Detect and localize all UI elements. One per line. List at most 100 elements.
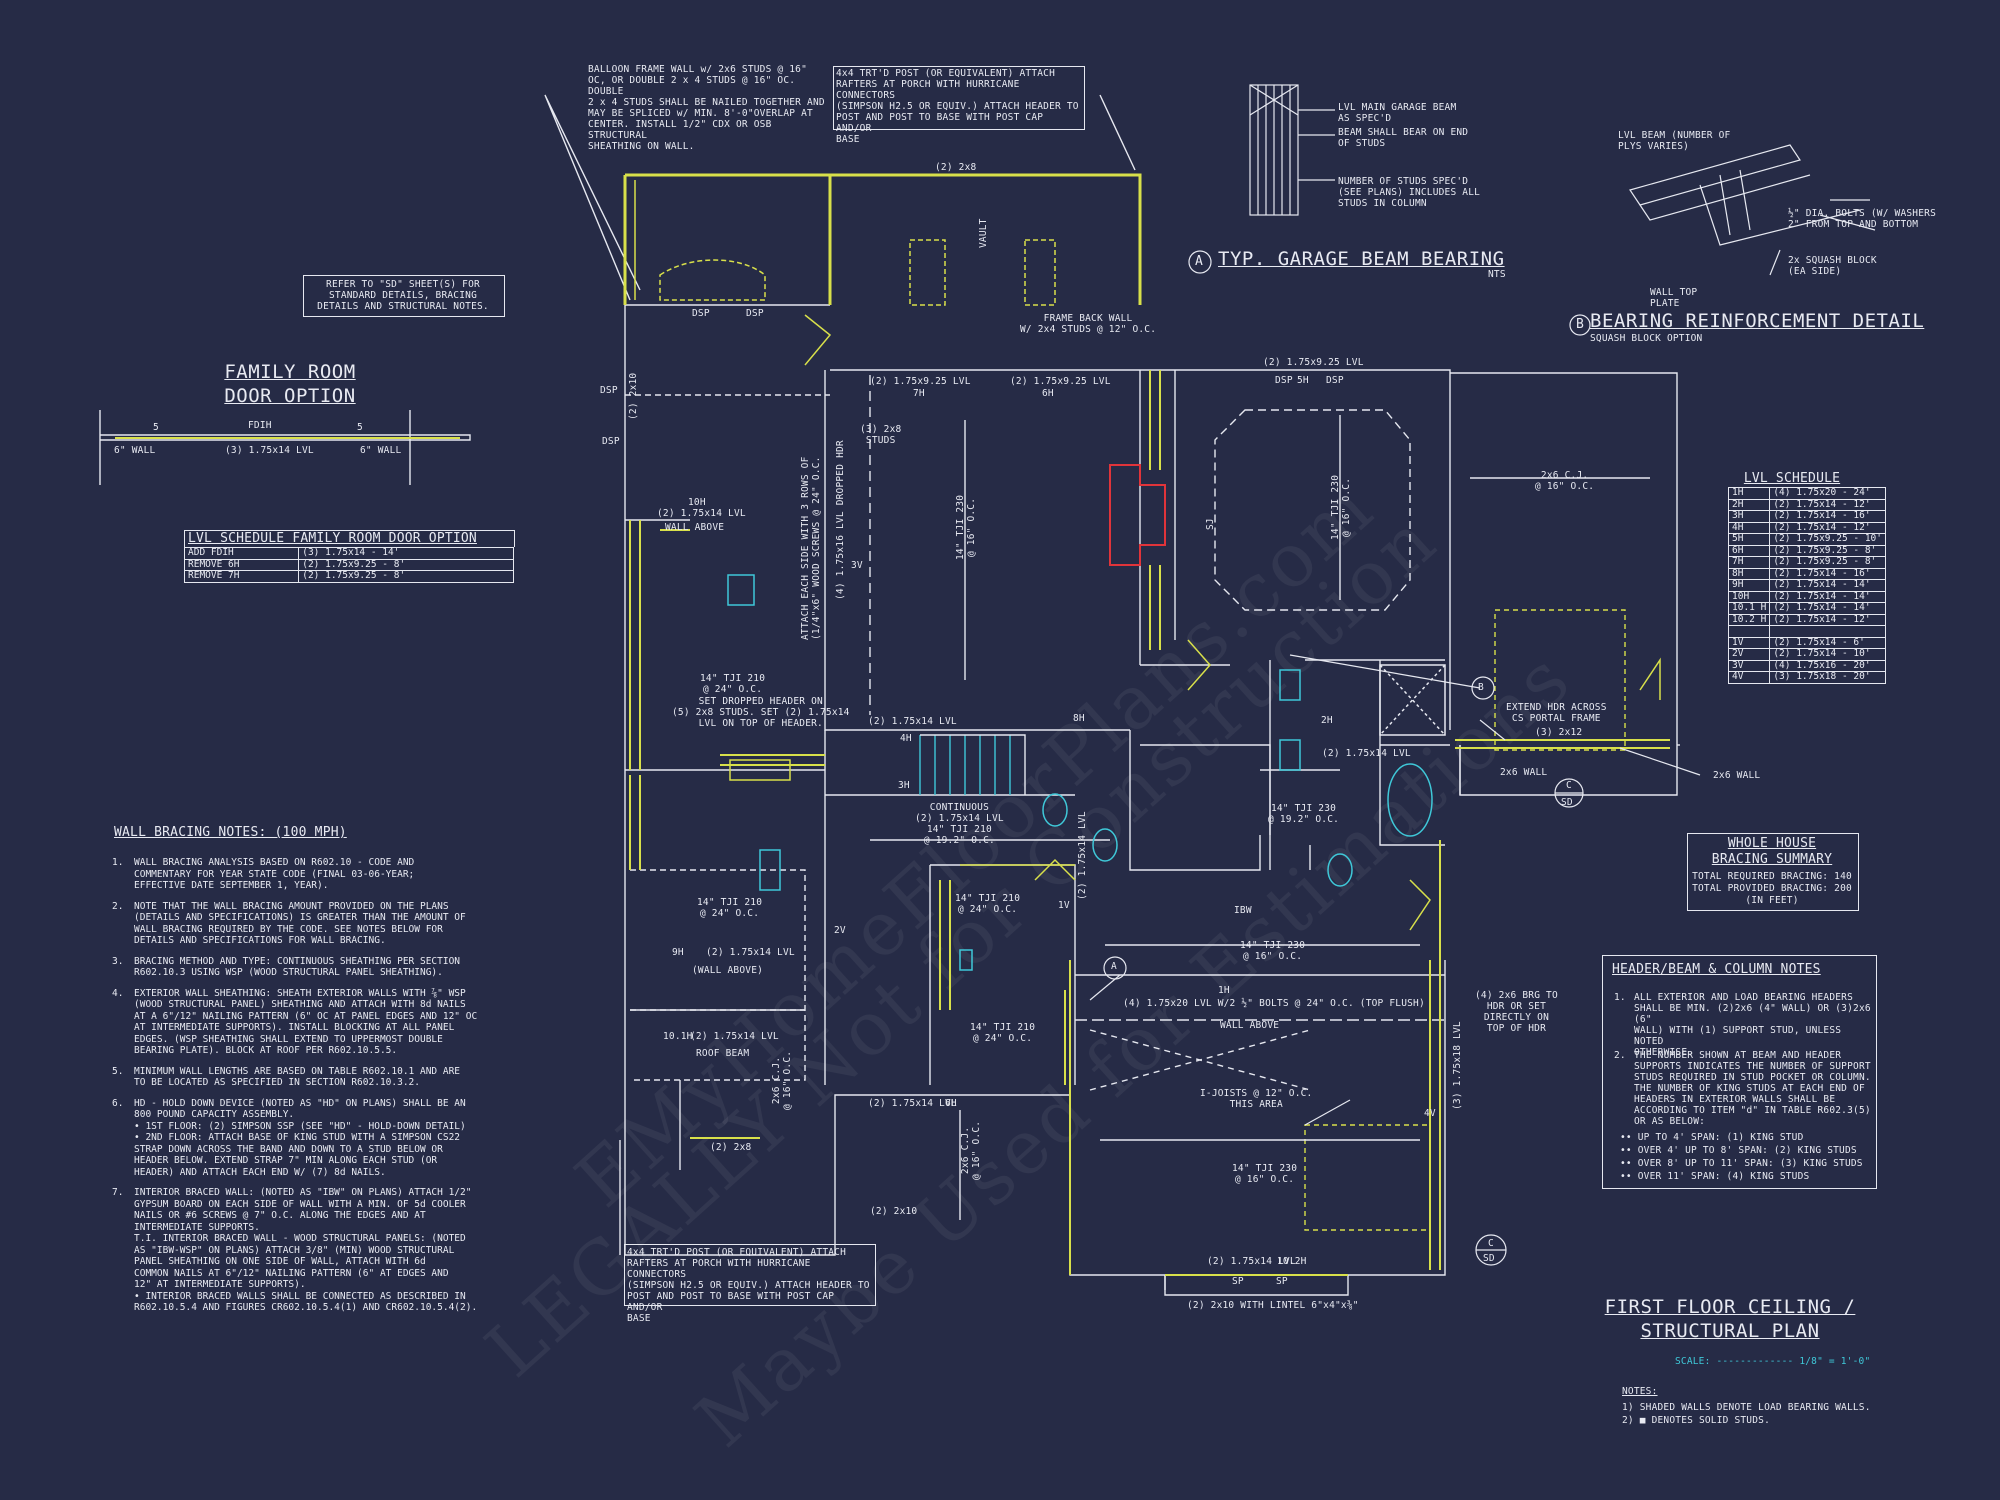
plan-label-tag-7h: 7H — [913, 388, 925, 399]
lvl-schedule-row: 10.1 H(2) 1.75x14 - 14' — [1727, 602, 1886, 615]
lvl-schedule-cell: (2) 1.75x14 - 14' — [1769, 602, 1886, 615]
family-room-schedule-cell: ADD FDIH — [183, 547, 300, 560]
garage-beam-nts: NTS — [1488, 269, 1506, 280]
garage-beam-label-1: LVL MAIN GARAGE BEAM AS SPEC'D — [1338, 102, 1457, 124]
lvl-schedule-cell: 8H — [1727, 567, 1771, 580]
plan-label-cj-porch: 2x6 C.J. @ 16" O.C. — [960, 1120, 982, 1180]
post-bottom-note: 4x4 TRT'D POST (OR EQUIVALENT) ATTACH RA… — [627, 1247, 870, 1324]
lvl-schedule-row: 8H(2) 1.75x14 - 16' — [1727, 567, 1886, 580]
bearing-label-bolts: ½" DIA. BOLTS (W/ WASHERS 2" FROM TOP AN… — [1788, 208, 1936, 230]
sheet-title-2: STRUCTURAL PLAN — [1640, 1320, 1820, 1342]
bracing-notes-list: 1.WALL BRACING ANALYSIS BASED ON R602.10… — [112, 857, 512, 1323]
garage-beam-label-3: NUMBER OF STUDS SPEC'D (SEE PLANS) INCLU… — [1338, 176, 1481, 209]
plan-label-tag-8h: 8H — [1073, 713, 1085, 724]
lvl-schedule-cell: 3H — [1727, 510, 1771, 523]
plan-label-lvl-14-9h: (2) 1.75x14 LVL — [706, 947, 795, 958]
plan-label-sp-1: SP — [1232, 1276, 1244, 1287]
header-note-2: THE NUMBER SHOWN AT BEAM AND HEADER SUPP… — [1634, 1050, 1871, 1127]
plan-label-tag-9h: 9H — [672, 947, 684, 958]
plan-label-tag-4v: 4V — [1424, 1108, 1436, 1119]
bearing-label-squash: 2x SQUASH BLOCK (EA SIDE) — [1788, 255, 1877, 277]
bearing-title: BEARING REINFORCEMENT DETAIL — [1590, 310, 1925, 332]
plan-label-2x8-bottom: (2) 2x8 — [710, 1142, 752, 1153]
plan-label-tji-garage-b: 14" TJI 230 @ 16" O.C. — [1232, 1163, 1298, 1185]
bracing-note-number: 3. — [112, 955, 124, 967]
plan-label-tag-sd: SD — [1561, 797, 1573, 808]
lvl-schedule: LVL SCHEDULE 1H(4) 1.75x20 - 24'2H(2) 1.… — [1727, 471, 1886, 684]
plan-label-lvl-14-101: (2) 1.75x14 LVL — [690, 1031, 779, 1042]
header-note-2-num: 2. — [1614, 1050, 1626, 1061]
plan-label-tag-6h-b: 6H — [945, 1098, 957, 1109]
family-room-schedule-cell: REMOVE 7H — [183, 570, 300, 583]
plan-label-continuous: CONTINUOUS (2) 1.75x14 LVL 14" TJI 210 @… — [915, 802, 1004, 846]
bracing-note-text: HD - HOLD DOWN DEVICE (NOTED AS "HD" ON … — [134, 1097, 466, 1178]
bracing-notes-title: WALL BRACING NOTES: (100 MPH) — [114, 825, 347, 840]
bearing-letter: B — [1576, 317, 1585, 332]
lvl-schedule-row: 2H(2) 1.75x14 - 12' — [1727, 498, 1886, 511]
family-room-schedule-cell: (2) 1.75x9.25 - 8' — [298, 570, 514, 583]
plan-label-tag-101: 10.1H — [663, 1031, 693, 1042]
lvl-schedule-cell: 5H — [1727, 533, 1771, 546]
plan-label-tag-ibw: IBW — [1234, 905, 1252, 916]
lvl-schedule-row: 2V(2) 1.75x14 - 10' — [1727, 648, 1886, 661]
family-room-schedule-row: ADD FDIH(3) 1.75x14 - 14' — [183, 547, 514, 560]
lvl-schedule-cell: (2) 1.75x9.25 - 8' — [1769, 544, 1886, 557]
notes-title: NOTES: — [1622, 1386, 1658, 1397]
bracing-provided: TOTAL PROVIDED BRACING: 200 — [1692, 883, 1852, 894]
plan-label-tji-family: 14" TJI 230 @ 16" O.C. — [955, 494, 977, 560]
family-room-num-left: 5 — [153, 422, 159, 433]
lvl-schedule-cell: 10.2 H — [1727, 613, 1771, 626]
lvl-schedule-cell: (2) 1.75x14 - 16' — [1769, 510, 1886, 523]
plan-label-2x8-top: (2) 2x8 — [935, 162, 977, 173]
header-note-bullet-3: •• OVER 8' UP TO 11' SPAN: (3) KING STUD… — [1620, 1158, 1863, 1169]
post-top-box — [833, 66, 1085, 130]
lvl-schedule-cell — [1727, 625, 1771, 638]
plan-label-dsp-6: DSP — [1326, 375, 1344, 386]
lvl-schedule-cell: 7H — [1727, 556, 1771, 569]
plan-label-2x6-wall-a: 2x6 WALL — [1500, 767, 1548, 778]
plan-label-tag-3v: 3V — [851, 560, 863, 571]
bearing-label-plate: WALL TOP PLATE — [1650, 287, 1698, 309]
bracing-note-text: BRACING METHOD AND TYPE: CONTINUOUS SHEA… — [134, 955, 461, 979]
plan-label-tag-102: 10.2H — [1277, 1256, 1307, 1267]
lvl-schedule-row: 10.2 H(2) 1.75x14 - 12' — [1727, 613, 1886, 626]
plan-label-tji-kitchen: 14" TJI 210 @ 24" O.C. — [700, 673, 766, 695]
plan-label-dsp-3: DSP — [600, 385, 618, 396]
bracing-note-text: MINIMUM WALL LENGTHS ARE BASED ON TABLE … — [134, 1065, 461, 1089]
bracing-note: 3. BRACING METHOD AND TYPE: CONTINUOUS SH… — [112, 956, 512, 979]
plan-label-tag-2h: 2H — [1321, 715, 1333, 726]
lvl-schedule-row: 1V(2) 1.75x14 - 6' — [1727, 636, 1886, 649]
lvl-schedule-cell — [1769, 625, 1886, 638]
lvl-schedule-cell: (2) 1.75x9.25 - 8' — [1769, 556, 1886, 569]
bracing-summary-title-2: BRACING SUMMARY — [1711, 852, 1833, 867]
plan-label-attach-note: ATTACH EACH SIDE WITH 3 ROWS OF (1/4"x6"… — [800, 456, 822, 640]
bearing-subtitle: SQUASH BLOCK OPTION — [1590, 333, 1703, 344]
bracing-summary-box — [1687, 833, 1859, 911]
bracing-note-number: 7. — [112, 1187, 124, 1198]
refer-sd-box — [303, 275, 505, 317]
plan-label-lvl-925-c: (2) 1.75x9.25 LVL — [1263, 357, 1364, 368]
family-room-lvl: (3) 1.75x14 LVL — [225, 445, 314, 456]
plan-label-lvl-925-b: (2) 1.75x9.25 LVL — [1010, 376, 1111, 387]
plan-label-tji-bath: 14" TJI 230 @ 19.2" O.C. — [1268, 803, 1340, 825]
plan-label-lvl-14-a: (2) 1.75x14 LVL — [657, 508, 746, 519]
plan-label-wall-above-2: (WALL ABOVE) — [692, 965, 764, 976]
lvl-schedule-row — [1727, 625, 1886, 638]
garage-beam-letter: A — [1195, 254, 1204, 269]
family-room-tag: FDIH — [248, 420, 272, 431]
family-room-schedule-cell: (2) 1.75x9.25 - 8' — [298, 558, 514, 571]
garage-beam-label-2: BEAM SHALL BEAR ON END OF STUDS — [1338, 127, 1469, 149]
lvl-schedule-table: 1H(4) 1.75x20 - 24'2H(2) 1.75x14 - 12'3H… — [1727, 487, 1886, 684]
lvl-schedule-cell: 1H — [1727, 487, 1771, 500]
plan-label-tji-laundry: 14" TJI 210 @ 24" O.C. — [970, 1022, 1036, 1044]
bracing-note-number: 5. — [112, 1065, 124, 1077]
lvl-schedule-cell: (3) 1.75x18 - 20' — [1769, 671, 1886, 684]
plan-label-sj: SJ — [1205, 518, 1216, 530]
lvl-schedule-cell: 2H — [1727, 498, 1771, 511]
plan-label-tag-1v: 1V — [1058, 900, 1070, 911]
bracing-note: 6.HD - HOLD DOWN DEVICE (NOTED AS "HD" O… — [112, 1098, 512, 1179]
plan-label-lvl-20: (4) 1.75x20 LVL W/2 ½" BOLTS @ 24" O.C. … — [1123, 998, 1425, 1009]
plan-label-lvl-14-vert: (2) 1.75x14 LVL — [1077, 811, 1088, 900]
lvl-schedule-title: LVL SCHEDULE — [1743, 471, 1841, 486]
